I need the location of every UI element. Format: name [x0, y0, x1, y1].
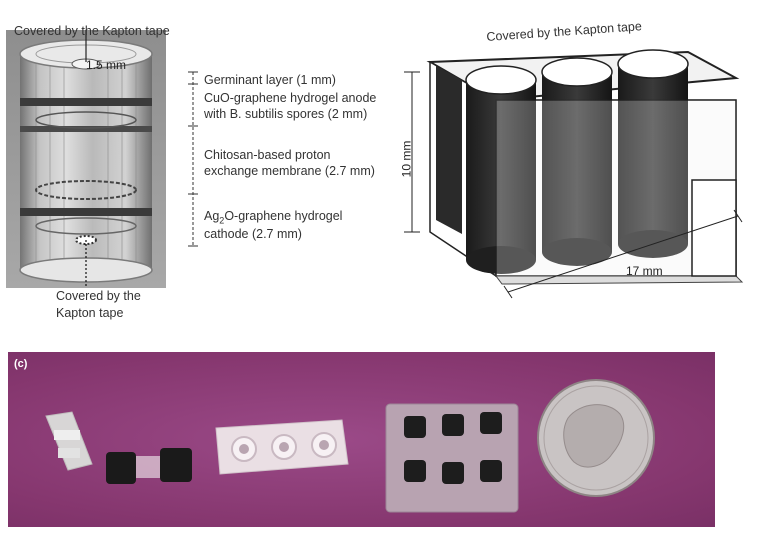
bottom-kapton-label-line2: Kapton tape: [56, 306, 124, 320]
cylinder-illustration: [6, 30, 166, 288]
layer-label-membrane-line1: Chitosan-based proton: [204, 148, 331, 162]
dual-cap-device: [106, 448, 192, 484]
layer-dimension-bracket: [188, 71, 198, 247]
single-cell-device: [45, 411, 93, 471]
top-kapton-label: Covered by the Kapton tape: [14, 24, 170, 38]
height-dimension-label: 10 mm: [399, 140, 414, 178]
device-photo: [45, 379, 655, 513]
coin-reference: [537, 379, 655, 497]
hole-dimension-label: 1.5 mm: [86, 58, 127, 72]
panel-c-letter: (c): [14, 358, 28, 370]
cathode-ag: Ag: [204, 209, 220, 223]
layer-label-cathode-line1: Ag2O-graphene hydrogel: [204, 209, 342, 229]
bottom-kapton-label-line1: Covered by the: [56, 289, 141, 303]
six-cap-block-device: [385, 403, 519, 513]
three-cell-block-illustration: [404, 49, 744, 299]
device-photo-panel: (c): [8, 352, 715, 527]
cathode-rest: O-graphene hydrogel: [224, 209, 343, 223]
layer-label-anode-line2: with B. subtilis spores (2 mm): [204, 107, 368, 121]
cylinder-render-panel: [6, 30, 166, 288]
three-hole-block-device: [215, 419, 349, 475]
cathode-subscript: 2: [219, 215, 225, 226]
layer-label-membrane-line2: exchange membrane (2.7 mm): [204, 164, 375, 178]
layer-label-germinant: Germinant layer (1 mm): [204, 73, 336, 87]
layer-label-cathode-line2: cathode (2.7 mm): [204, 227, 302, 241]
width-dimension-label: 17 mm: [626, 264, 663, 278]
layer-label-anode-line1: CuO-graphene hydrogel anode: [204, 91, 377, 105]
